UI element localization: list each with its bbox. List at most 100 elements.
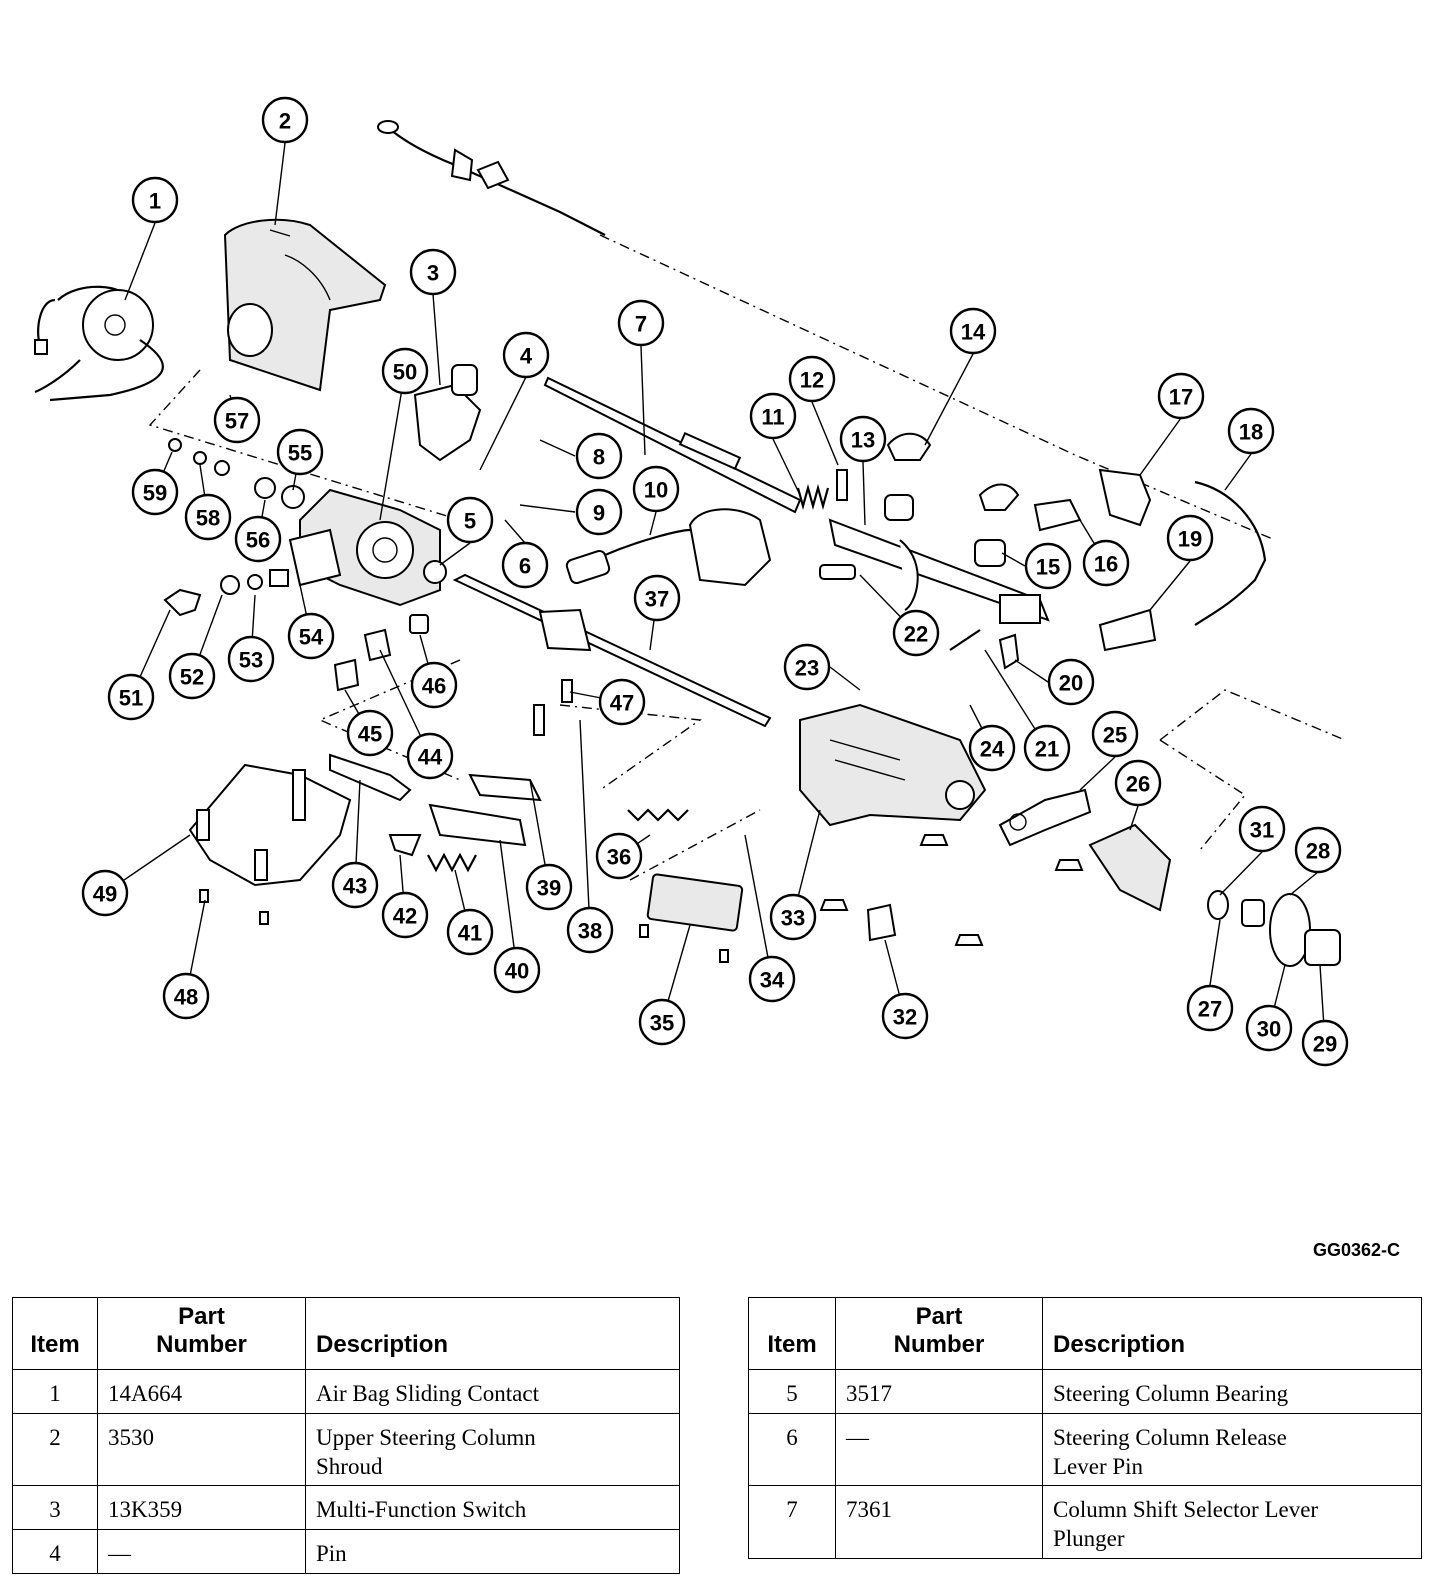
callout-circle	[1091, 710, 1139, 758]
table-row: 2 3530 Upper Steering Column Shroud	[12, 1412, 680, 1487]
cell-part-number: 7361	[835, 1485, 1043, 1559]
cell-item: 4	[12, 1529, 98, 1574]
callout-number: 52	[180, 665, 204, 690]
callout-circle	[633, 574, 681, 622]
table-row: 1 14A664 Air Bag Sliding Contact	[12, 1369, 680, 1414]
callout-circle	[446, 496, 494, 544]
callout-number: 50	[393, 360, 417, 385]
callout-number: 33	[781, 906, 805, 931]
callout-number: 49	[93, 882, 117, 907]
callout-circle	[131, 468, 179, 516]
callout-20: 20	[1047, 658, 1095, 706]
table-row: 3 13K359 Multi-Function Switch	[12, 1485, 680, 1530]
callout-circle	[227, 635, 275, 683]
callout-circle	[783, 643, 831, 691]
callout-circle	[446, 908, 494, 956]
callout-46: 46	[410, 661, 458, 709]
callout-13: 13	[839, 415, 887, 463]
callout-34: 34	[748, 955, 796, 1003]
callout-circle	[1238, 805, 1286, 853]
callout-circle	[1157, 372, 1205, 420]
callout-6: 6	[501, 541, 549, 589]
callout-number: 45	[358, 722, 382, 747]
callout-circle	[502, 331, 550, 379]
callout-circle	[276, 428, 324, 476]
callout-number: 4	[520, 344, 533, 369]
callout-circle	[1301, 1019, 1349, 1067]
callout-number: 3	[427, 261, 439, 286]
callout-59: 59	[131, 468, 179, 516]
cell-item: 2	[12, 1412, 98, 1487]
callout-number: 38	[578, 919, 602, 944]
callout-circle	[107, 673, 155, 721]
callout-4: 4	[502, 331, 550, 379]
callout-number: 17	[1169, 385, 1193, 410]
cell-description-line1: Steering Column Release	[1053, 1424, 1287, 1450]
callout-38: 38	[566, 906, 614, 954]
callout-number: 14	[961, 320, 986, 345]
callout-16: 16	[1082, 539, 1130, 587]
callout-3: 3	[409, 248, 457, 296]
callout-58: 58	[184, 493, 232, 541]
callout-41: 41	[446, 908, 494, 956]
callout-circle	[748, 955, 796, 1003]
callout-number: 8	[593, 445, 605, 470]
callout-42: 42	[381, 891, 429, 939]
cell-part-number: 14A664	[97, 1369, 306, 1414]
cell-description-line1: Column Shift Selector Lever	[1053, 1497, 1319, 1523]
parts-table-right: Item Part Number Description 5 3517 Stee…	[748, 1297, 1422, 1559]
exploded-steering-column-diagram: 1234567891011121314151617181920212223242…	[34, 96, 1349, 1067]
callout-22: 22	[892, 609, 940, 657]
callout-number: 9	[593, 501, 605, 526]
callout-number: 47	[610, 691, 634, 716]
callout-18: 18	[1227, 407, 1275, 455]
table-row: 5 3517 Steering Column Bearing	[748, 1369, 1422, 1414]
callout-30: 30	[1245, 1004, 1293, 1052]
callout-circle	[1047, 658, 1095, 706]
callout-8: 8	[575, 432, 623, 480]
callout-number: 39	[537, 876, 561, 901]
header-item: Item	[12, 1297, 98, 1370]
callout-56: 56	[234, 515, 282, 563]
callout-49: 49	[81, 869, 129, 917]
header-part-number-line1: Part	[915, 1303, 963, 1330]
callout-circle	[331, 861, 379, 909]
cell-part-number: 13K359	[97, 1485, 306, 1530]
parts-table-left: Item Part Number Description 1 14A664 Ai…	[12, 1297, 680, 1574]
callout-number: 35	[650, 1011, 674, 1036]
callout-circle	[788, 355, 836, 403]
cell-description-line2: Plunger	[1053, 1526, 1125, 1551]
cell-description: Multi-Function Switch	[305, 1485, 680, 1530]
callout-number: 58	[196, 506, 220, 531]
callout-number: 24	[980, 737, 1005, 762]
callout-number: 55	[288, 441, 312, 466]
cell-item: 3	[12, 1485, 98, 1530]
callout-circle	[162, 972, 210, 1020]
callout-circle	[1294, 826, 1342, 874]
callout-54: 54	[287, 612, 335, 660]
callout-circle	[1227, 407, 1275, 455]
callout-number: 1	[149, 189, 161, 214]
callout-circle	[638, 998, 686, 1046]
callout-number: 11	[761, 405, 784, 430]
callout-31: 31	[1238, 805, 1286, 853]
callout-40: 40	[493, 946, 541, 994]
callout-circle	[493, 946, 541, 994]
callout-circle	[1166, 514, 1214, 562]
callout-number: 26	[1126, 772, 1150, 797]
callout-5: 5	[446, 496, 494, 544]
callout-number: 5	[464, 509, 476, 534]
cell-description: Steering Column Bearing	[1042, 1369, 1422, 1414]
callout-9: 9	[575, 488, 623, 536]
cell-part-number: 3530	[97, 1412, 306, 1487]
cell-item: 1	[12, 1369, 98, 1414]
callout-circle	[949, 307, 997, 355]
callout-circle	[968, 724, 1016, 772]
callout-39: 39	[525, 863, 573, 911]
callout-number: 57	[225, 409, 249, 434]
callout-circle	[346, 709, 394, 757]
callout-35: 35	[638, 998, 686, 1046]
callout-circle	[575, 488, 623, 536]
callout-number: 25	[1103, 723, 1127, 748]
